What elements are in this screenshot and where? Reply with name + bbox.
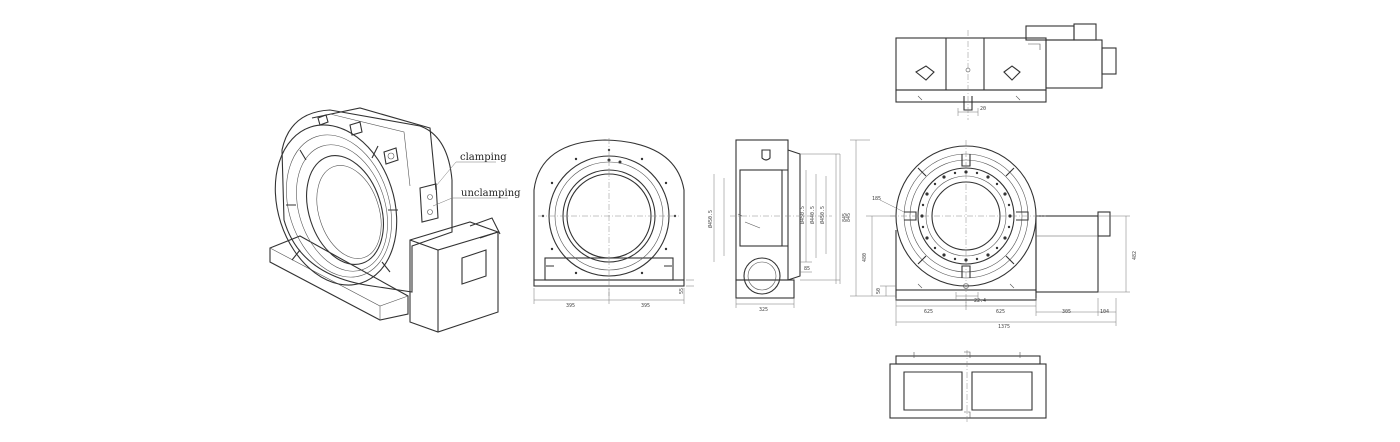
top-view: [895, 23, 1117, 120]
dim-main-bolt: 185: [872, 196, 881, 202]
dim-main-motor: 305: [1062, 309, 1071, 315]
front-view: [533, 138, 694, 304]
bottom-view: [889, 350, 1047, 424]
dim-main-slot: 22.4: [974, 298, 986, 304]
side-view: [713, 139, 841, 308]
dim-main-right: 625: [996, 309, 1005, 315]
dim-side-dia-3: Ø440.5: [809, 206, 816, 224]
dim-main-total-w: 1375: [998, 324, 1010, 330]
dim-main-left: 625: [924, 309, 933, 315]
dim-main-center: 480: [862, 253, 868, 262]
unclamping-label: unclamping: [461, 188, 521, 199]
dim-side-base: 325: [759, 307, 768, 313]
dim-front-half-left: 395: [566, 303, 575, 309]
isometric-view: [269, 107, 508, 333]
dim-side-total: 845: [842, 213, 848, 222]
dim-main-motor-h: 482: [1132, 251, 1138, 260]
dim-side-dia-2: Ø450.5: [799, 206, 806, 224]
dim-main-motor-ext: 104: [1100, 309, 1109, 315]
clamping-label: clamping: [460, 152, 507, 163]
dim-front-base: 55: [679, 288, 685, 294]
dim-main-total: 845: [846, 213, 852, 222]
main-view: [850, 139, 1130, 326]
dim-side-dia-4: Ø450.5: [819, 206, 826, 224]
dim-side-small: 85: [804, 266, 810, 272]
dim-main-base: 50: [876, 288, 882, 294]
dim-top-offset: 20: [980, 106, 986, 112]
dim-side-dia-1: Ø450.5: [707, 210, 714, 228]
dim-front-half-right: 395: [641, 303, 650, 309]
